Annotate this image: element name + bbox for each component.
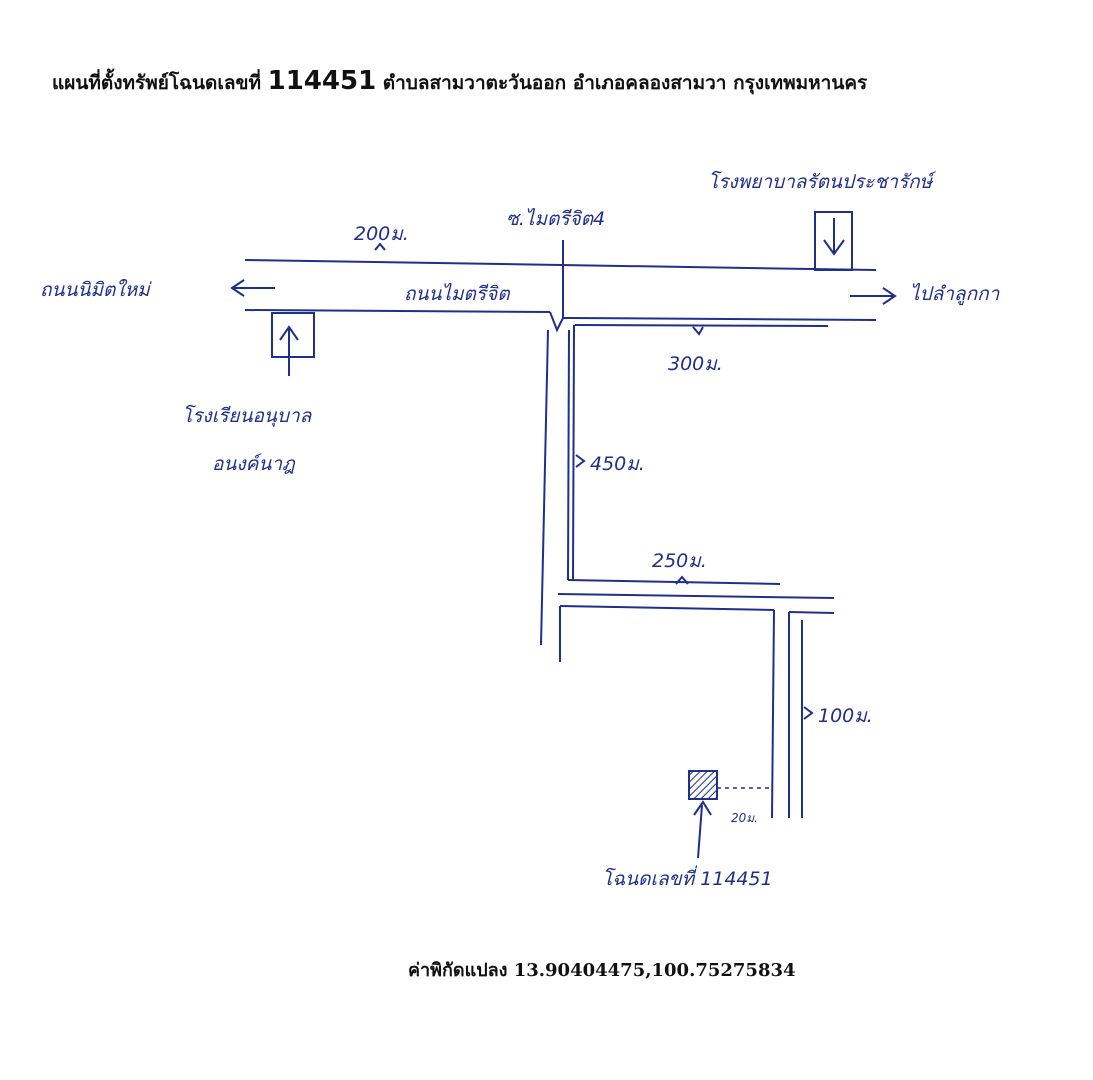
arrow-left-icon [230, 279, 275, 297]
soi-label: ซ.ไมตรีจิต4 [506, 207, 605, 230]
distance-300: 300ม. [668, 353, 723, 375]
title-number: 114451 [267, 66, 377, 96]
soi-road [540, 240, 829, 646]
hospital-label: โรงพยาบาลรัตนประชารักษ์ [708, 170, 937, 193]
page-title: แผนที่ตั้งทรัพย์โฉนดเลขที่ 114451 ตำบลสา… [52, 66, 867, 98]
main-road-label: ถนนไมตรีจิต [404, 282, 511, 305]
school-label-line1: โรงเรียนอนุบาล [182, 404, 313, 427]
title-prefix: แผนที่ตั้งทรัพย์โฉนดเลขที่ [52, 72, 268, 94]
plot-label: โฉนดเลขที่ 114451 [602, 865, 773, 890]
branch-road [557, 579, 835, 819]
title-suffix: ตำบลสามวาตะวันออก อำเภอคลองสามวา กรุงเทพ… [376, 72, 868, 94]
school-marker [271, 312, 315, 376]
plot-marker-icon [688, 770, 772, 859]
arrow-right-icon [850, 287, 897, 305]
distance-ticks [374, 242, 814, 720]
school-label-line2: อนงค์นาฎ [212, 453, 296, 475]
distance-100: 100ม. [818, 705, 873, 727]
distance-200: 200ม. [354, 223, 409, 245]
road-left-label: ถนนนิมิตใหม่ [40, 278, 153, 301]
arrow-up-icon [279, 325, 299, 376]
arrow-down-icon [823, 218, 845, 256]
distance-20: 20ม. [731, 811, 758, 825]
distance-250: 250ม. [652, 550, 707, 572]
main-road [244, 259, 877, 333]
hospital-marker [814, 211, 853, 271]
plot-coordinates: ค่าพิกัดแปลง 13.90404475,100.75275834 [408, 960, 796, 981]
distance-450: 450ม. [590, 453, 645, 475]
to-lam-luk-ka-label: ไปลำลูกกา [910, 282, 1001, 305]
